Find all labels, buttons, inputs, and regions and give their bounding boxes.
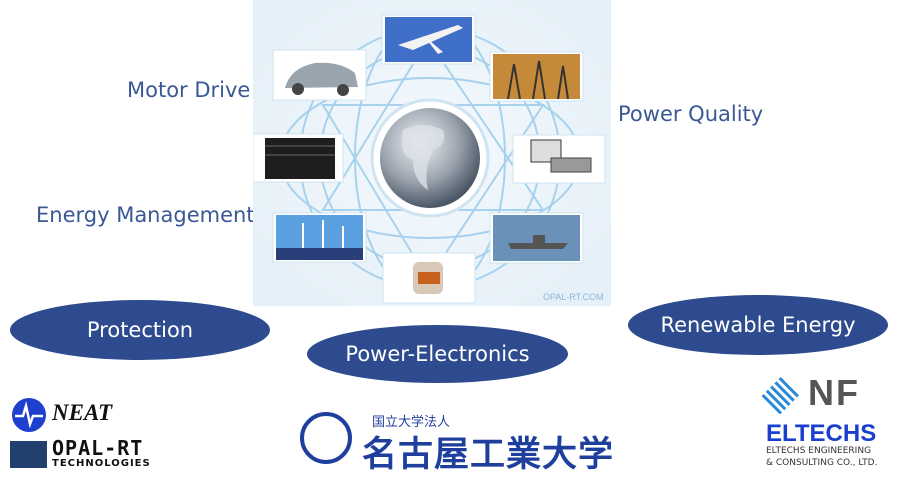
opal-rt-logo-icon xyxy=(10,441,47,468)
eltechs-logo-text: ELTECHS xyxy=(766,420,877,447)
eltechs-line2: & CONSULTING CO., LTD. xyxy=(766,458,878,468)
university-subtitle: 国立大学法人 xyxy=(372,415,451,430)
nf-logo-icon xyxy=(761,376,800,415)
oval-power-electronics: Power-Electronics xyxy=(307,325,568,383)
simulator-workstation-image xyxy=(512,134,606,184)
neat-logo-text: NEAT xyxy=(52,400,113,425)
oval-renewable-energy: Renewable Energy xyxy=(628,295,888,355)
application-diagram: OPAL-RT.COM xyxy=(252,0,611,306)
opal-rt-logo-subtext: TECHNOLOGIES xyxy=(52,458,151,469)
network-graphic: OPAL-RT.COM xyxy=(252,0,611,306)
label-motor-drive: Motor Drive xyxy=(127,78,251,102)
oval-protection: Protection xyxy=(10,300,270,360)
globe-icon xyxy=(380,108,480,208)
watermark-text: OPAL-RT.COM xyxy=(543,292,604,302)
nf-logo-text: NF xyxy=(808,372,860,413)
wind-solar-image xyxy=(272,212,367,263)
oval-protection-label: Protection xyxy=(86,318,194,342)
oval-renewable-energy-label: Renewable Energy xyxy=(660,313,856,337)
oval-power-electronics-label: Power-Electronics xyxy=(345,342,530,366)
electric-car-image xyxy=(272,49,367,101)
electric-motor-image xyxy=(382,252,476,304)
neat-logo-icon xyxy=(12,398,46,432)
eltechs-line1: ELTECHS ENGINEERING xyxy=(766,446,872,456)
university-emblem-icon xyxy=(300,412,352,464)
label-power-quality: Power Quality xyxy=(618,102,764,126)
label-energy-management: Energy Management xyxy=(36,203,255,227)
naval-ship-image xyxy=(489,212,584,264)
university-name: 名古屋工業大学 xyxy=(362,435,615,475)
hardware-rack-image xyxy=(252,133,344,183)
opal-rt-logo-text: OPAL-RT xyxy=(52,436,144,460)
power-towers-image xyxy=(489,51,584,102)
airplane-image xyxy=(381,14,476,65)
